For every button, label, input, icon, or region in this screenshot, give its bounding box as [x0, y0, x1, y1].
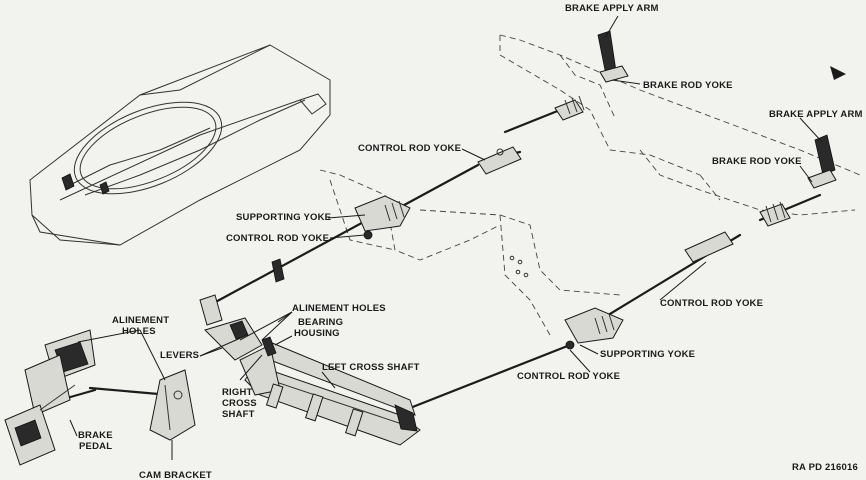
- label-brake-apply-arm: BRAKE APPLY ARM: [769, 109, 863, 120]
- label-levers: LEVERS: [160, 350, 199, 361]
- pedal-and-bracket: [4, 329, 196, 466]
- label-right-cross-shaft: SHAFT: [222, 409, 255, 420]
- label-alinement-holes: HOLES: [122, 326, 156, 337]
- label-right-cross-shaft: CROSS: [222, 398, 257, 409]
- label-bearing-housing: HOUSING: [294, 328, 340, 339]
- label-control-rod-yoke: CONTROL ROD YOKE: [660, 298, 763, 309]
- label-left-cross-shaft: LEFT CROSS SHAFT: [322, 362, 420, 373]
- labels: BRAKE APPLY ARM BRAKE ROD YOKE BRAKE APP…: [78, 3, 863, 480]
- label-brake-rod-yoke: BRAKE ROD YOKE: [712, 156, 802, 167]
- leader-lines: [69, 15, 823, 460]
- label-cam-bracket: CAM BRACKET: [139, 470, 212, 480]
- label-supporting-yoke: SUPPORTING YOKE: [600, 349, 695, 360]
- label-supporting-yoke: SUPPORTING YOKE: [236, 212, 331, 223]
- frame-outline: [319, 34, 861, 336]
- label-alinement-holes: ALINEMENT HOLES: [292, 303, 386, 314]
- label-right-cross-shaft: RIGHT: [222, 387, 253, 398]
- hull-drawing: [29, 44, 331, 246]
- label-control-rod-yoke: CONTROL ROD YOKE: [226, 233, 329, 244]
- cross-shaft-assembly: [199, 294, 421, 446]
- label-control-rod-yoke: CONTROL ROD YOKE: [517, 371, 620, 382]
- label-alinement-holes: ALINEMENT: [112, 315, 169, 326]
- figure-id: RA PD 216016: [792, 462, 858, 473]
- label-brake-pedal: BRAKE: [78, 430, 113, 441]
- label-control-rod-yoke: CONTROL ROD YOKE: [358, 143, 461, 154]
- label-brake-apply-arm: BRAKE APPLY ARM: [565, 3, 659, 14]
- rear-assemblies: [271, 30, 837, 350]
- control-rods: [58, 108, 822, 412]
- label-brake-rod-yoke: BRAKE ROD YOKE: [643, 80, 733, 91]
- arrow-icon: [830, 66, 846, 80]
- label-brake-pedal: PEDAL: [79, 441, 112, 452]
- label-bearing-housing: BEARING: [298, 317, 343, 328]
